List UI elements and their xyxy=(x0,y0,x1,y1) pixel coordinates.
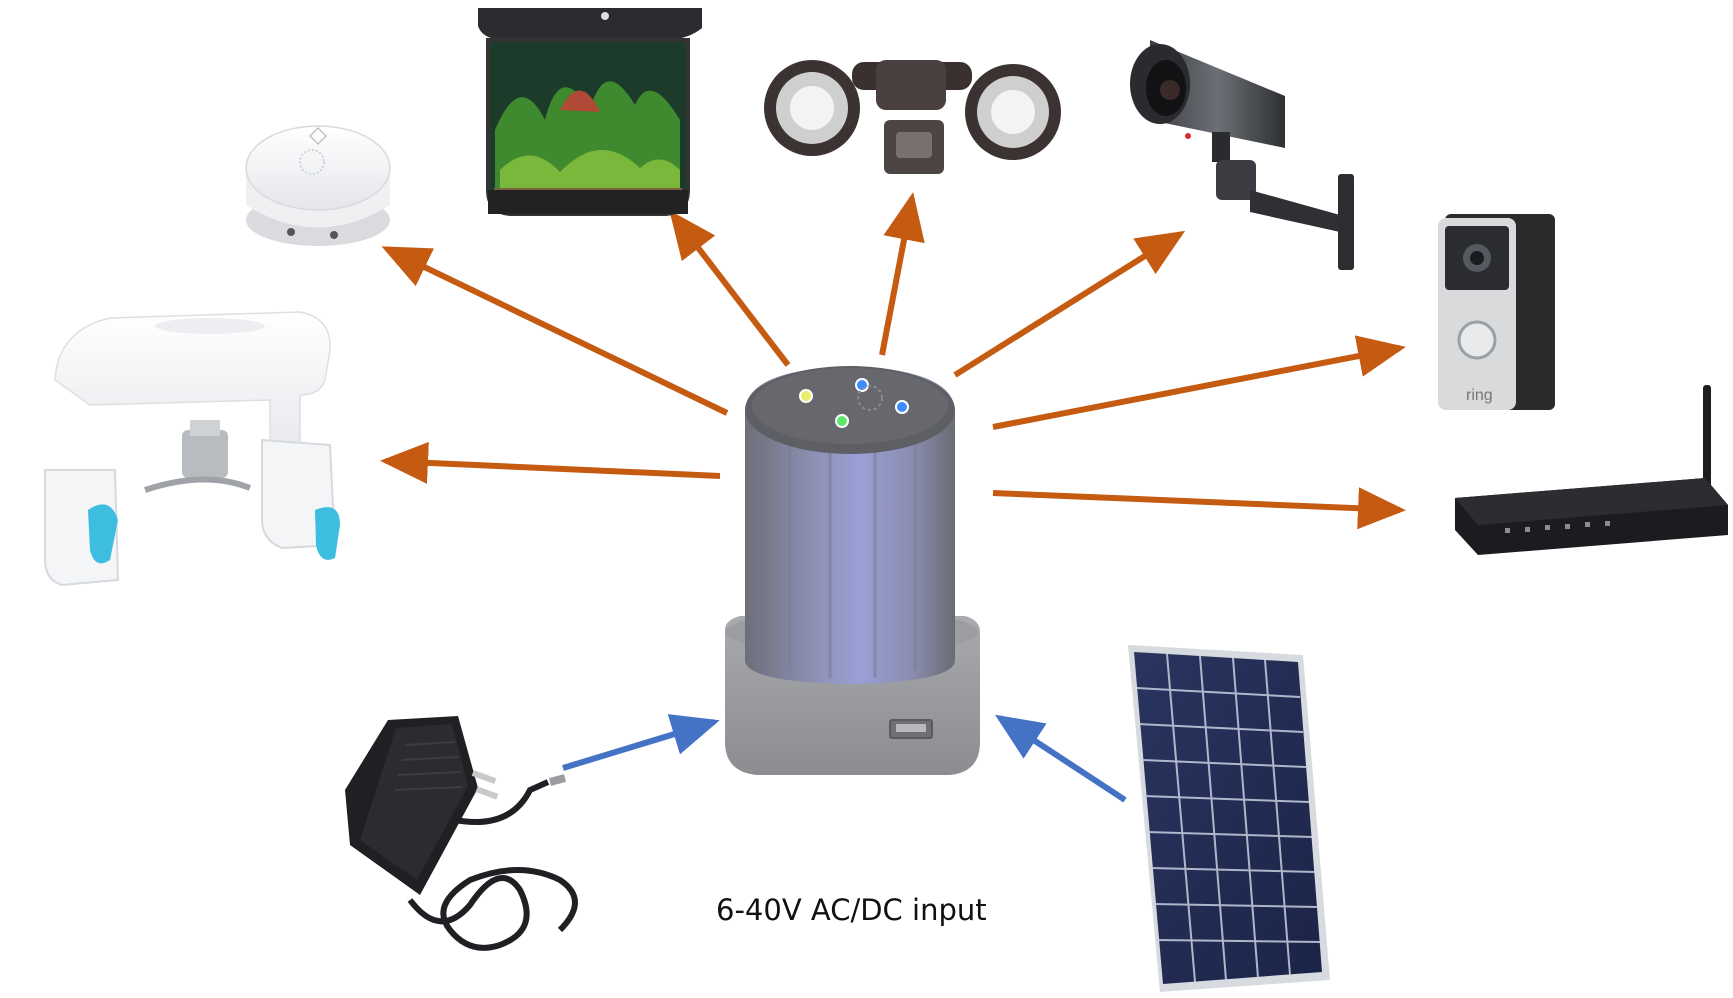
video-doorbell-icon: ring xyxy=(1438,214,1555,410)
water-valve-controller-icon xyxy=(44,311,340,587)
floodlight-icon xyxy=(764,60,1061,174)
security-camera-icon xyxy=(1130,40,1354,270)
led-yellow-icon xyxy=(799,389,813,403)
input-voltage-caption: 6-40V AC/DC input xyxy=(716,893,987,927)
led-blue-icon xyxy=(895,400,909,414)
arrow-to-smart-hub xyxy=(381,246,729,416)
led-green-icon xyxy=(835,414,849,428)
ac-adapter-icon xyxy=(345,716,578,951)
solar-panel-icon xyxy=(1128,645,1330,992)
arrow-to-router xyxy=(992,487,1406,530)
arrow-to-doorbell xyxy=(992,335,1406,430)
arrow-to-aquarium xyxy=(669,210,791,367)
output-arrows xyxy=(380,192,1406,530)
input-arrows xyxy=(562,714,1127,803)
arrow-to-valve-controller xyxy=(380,441,721,484)
doorbell-brand-label: ring xyxy=(1466,387,1493,404)
power-hub-icon xyxy=(725,366,980,775)
wifi-router-icon xyxy=(1455,385,1728,555)
aquarium-icon xyxy=(478,8,702,216)
arrow-from-solar xyxy=(994,714,1127,803)
smart-hub-icon xyxy=(245,125,391,246)
led-blue-icon xyxy=(855,378,869,392)
arrow-from-adapter xyxy=(562,714,720,771)
arrow-to-camera xyxy=(953,230,1186,378)
arrow-to-floodlight xyxy=(879,192,925,356)
